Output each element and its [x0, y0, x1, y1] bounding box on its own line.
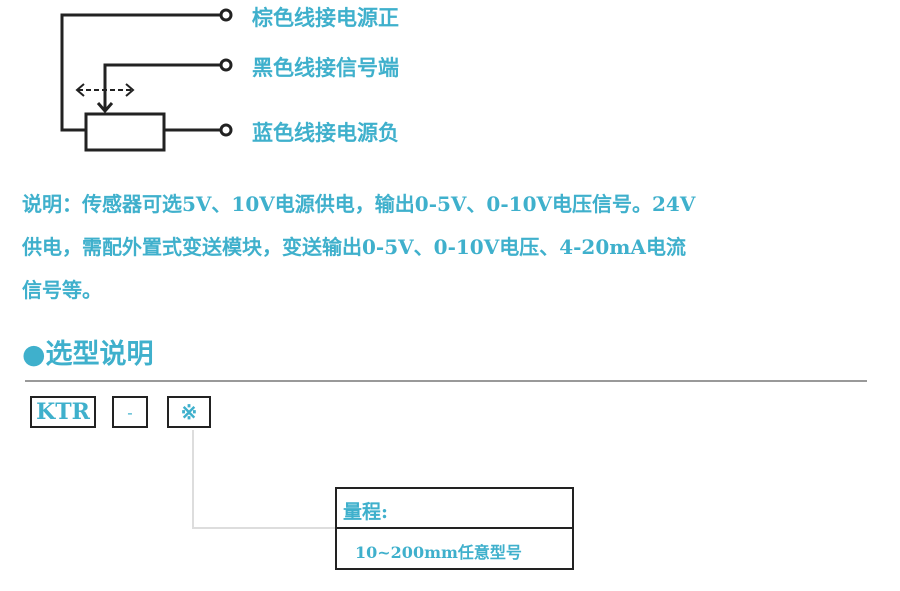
- description-line: 说明：传感器可选5V、10V电源供电，输出0-5V、0-10V电压信号。24V: [22, 192, 696, 216]
- wire-label-brown: 棕色线接电源正: [252, 5, 399, 30]
- description-line: 供电，需配外置式变送模块，变送输出0-5V、0-10V电压、4-20mA电流: [22, 235, 686, 259]
- code-part-dash: -: [112, 396, 148, 428]
- description-line: 信号等。: [22, 278, 102, 302]
- terminal-blue: [219, 123, 233, 137]
- range-table: 量程: 10~200mm任意型号: [335, 487, 574, 570]
- wire-label-black: 黑色线接信号端: [252, 55, 399, 80]
- range-title: 量程:: [343, 501, 389, 523]
- terminal-black: [219, 58, 233, 72]
- description: 说明：传感器可选5V、10V电源供电，输出0-5V、0-10V电压信号。24V …: [22, 183, 882, 312]
- divider: [25, 380, 867, 382]
- terminal-brown: [219, 8, 233, 22]
- code-part-range: ※: [167, 396, 211, 428]
- code-part-model: KTR: [30, 396, 96, 428]
- wire-label-blue: 蓝色线接电源负: [252, 120, 399, 145]
- connector-line: [192, 430, 336, 529]
- wiring-diagram: [60, 8, 233, 152]
- range-value: 10~200mm任意型号: [355, 543, 522, 562]
- section-heading: ●选型说明: [22, 339, 154, 370]
